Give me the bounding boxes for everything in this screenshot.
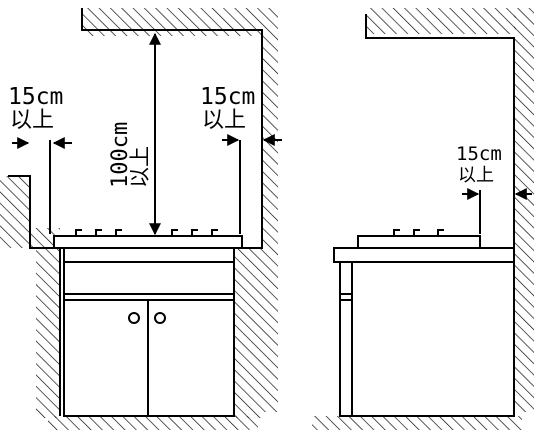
side-wall-hatching [312,8,534,430]
side-clearance-guides [462,188,532,234]
side-cabinet [333,247,515,417]
side-view: 15cm 以上 [312,8,534,430]
left-clearance-value: 15cm [8,84,63,110]
top-clearance-qualifier: 以上 [128,146,152,188]
top-clearance-label: 100cm 以上 [108,122,152,188]
side-wall-outline [365,14,515,416]
right-clearance-value: 15cm [200,84,255,110]
burner-grates [75,229,218,236]
side-burner-grates [393,229,444,236]
front-cooktop [53,229,243,249]
front-cabinet [63,247,235,417]
back-clearance-qualifier: 以上 [458,165,494,186]
side-cooktop [357,229,481,249]
top-clearance-value: 100cm [108,122,133,188]
front-wall-hatching [0,8,278,430]
back-clearance-value: 15cm [456,143,502,165]
right-clearance-qualifier: 以上 [202,108,246,133]
left-clearance-qualifier: 以上 [10,108,54,133]
front-view: 15cm 以上 15cm 以上 100cm 以上 [0,8,282,430]
front-clearance-guides [12,134,282,234]
